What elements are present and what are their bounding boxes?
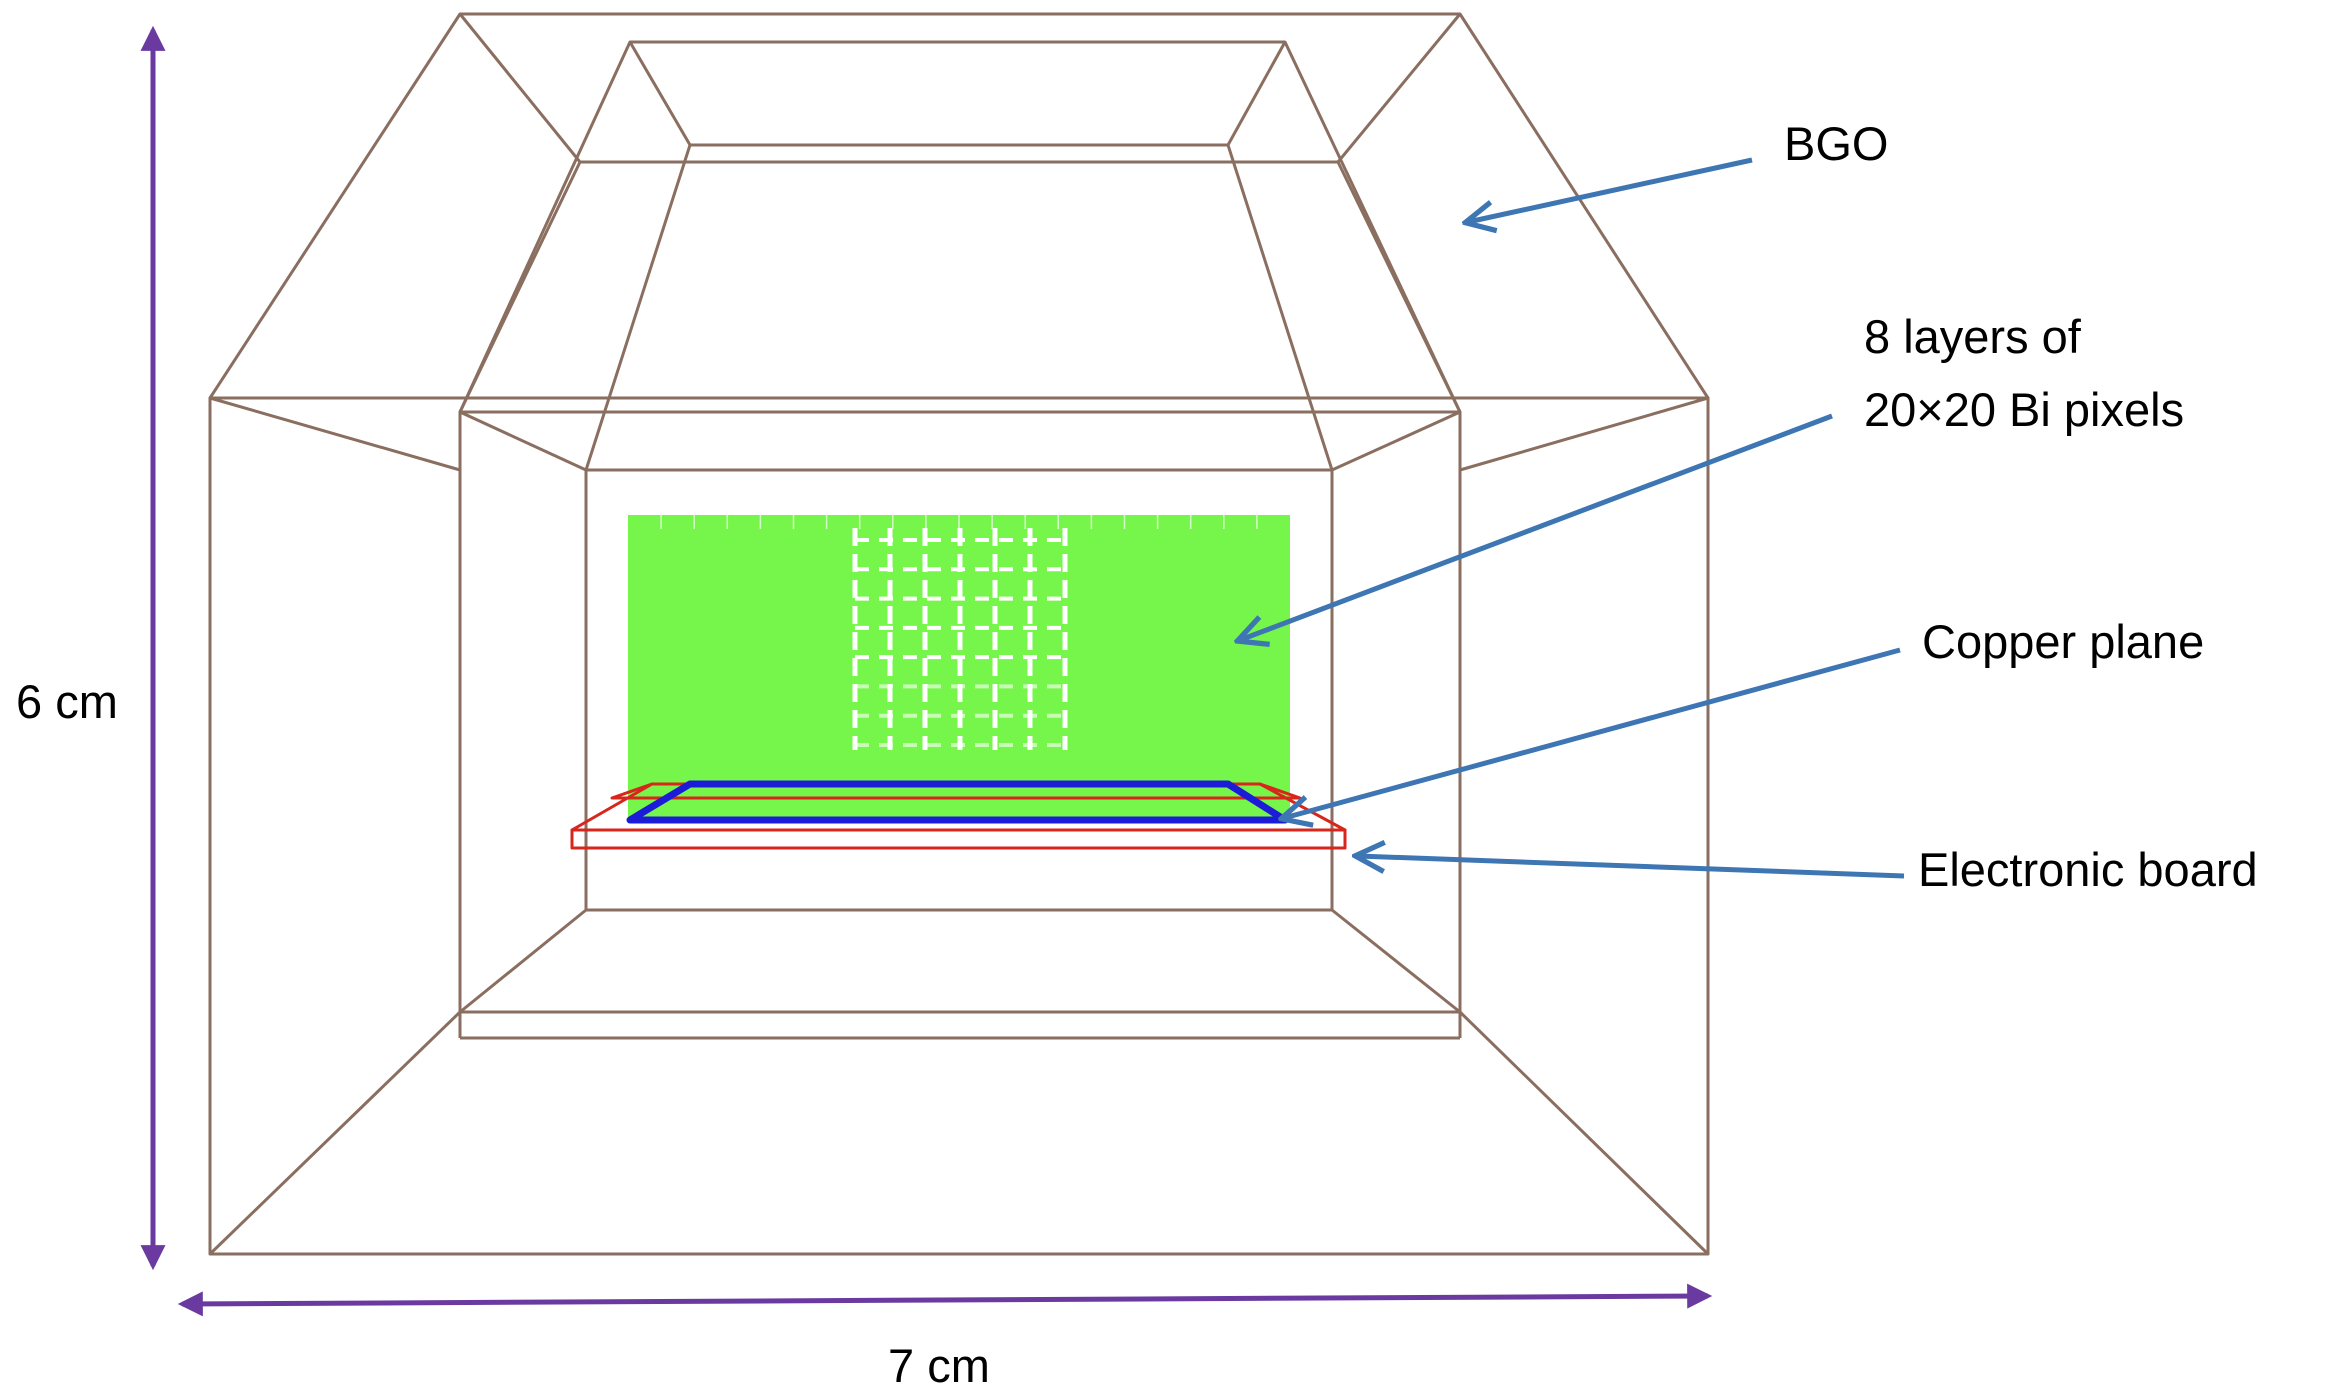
frustum-outer [458, 40, 1462, 414]
outer-top-face [208, 12, 1710, 400]
outer-edge [208, 1010, 462, 1256]
frustum-edge [458, 13, 582, 163]
pixel-array [628, 515, 1290, 820]
labels: BGO 8 layers of 20×20 Bi pixels Copper p… [16, 117, 2258, 1392]
board-front [570, 828, 1347, 850]
pointer-arrows [1240, 157, 1905, 879]
height-label: 6 cm [16, 675, 118, 728]
board-label: Electronic board [1918, 843, 2258, 896]
pixels-arrow [1240, 413, 1833, 640]
bgo-outer-shell [208, 12, 1710, 1256]
copper-label: Copper plane [1922, 615, 2204, 668]
frustum-inner [584, 143, 1334, 472]
frustum-edge [1336, 13, 1462, 163]
board-arrow [1358, 856, 1905, 879]
pixels-label-line1: 8 layers of [1864, 310, 2082, 363]
inner-edge [1331, 908, 1461, 1014]
frustum-edge [458, 161, 582, 413]
inner-edge [1331, 410, 1461, 472]
pixels-label-line2: 20×20 Bi pixels [1864, 383, 2184, 436]
width-dimension-arrow [177, 1283, 1713, 1317]
dimension-arrows [140, 25, 1713, 1317]
copper-arrow [1284, 647, 1901, 818]
inner-edge [459, 908, 587, 1014]
inner-edge [459, 410, 587, 472]
outer-edge [1459, 396, 1709, 472]
pixel-grid-lines [660, 515, 1258, 750]
bgo-top-frustum [458, 13, 1462, 472]
outer-edge [209, 396, 461, 472]
frustum-edge [1336, 161, 1462, 413]
frustum-edge [1226, 41, 1287, 146]
frustum-edge [628, 41, 692, 146]
bgo-arrow [1468, 157, 1753, 222]
outer-edge [1458, 1010, 1710, 1256]
width-label: 7 cm [888, 1339, 990, 1392]
bgo-label: BGO [1784, 117, 1888, 170]
